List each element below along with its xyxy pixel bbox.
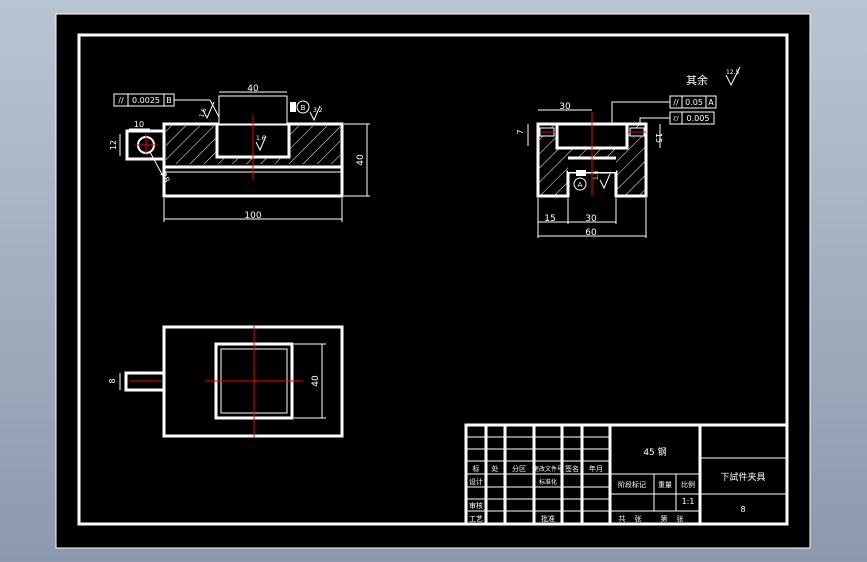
tb-label-zone: 分区 — [512, 464, 526, 473]
tb-label-mark: 标 — [473, 464, 480, 473]
tb-sheet-no: 8 — [740, 505, 745, 514]
roughness-icon-center — [255, 135, 267, 152]
drawing-frame — [77, 33, 789, 526]
top-side-boss — [124, 371, 166, 392]
dim-top-square: 40 — [311, 375, 321, 387]
tolerance-symbol-b: // — [118, 96, 124, 105]
dim-front-height: 40 — [356, 154, 366, 166]
roughness-front-left: 1.6 — [198, 107, 208, 119]
tb-label-count: 处 — [492, 464, 499, 473]
datum-b-label: B — [301, 104, 306, 112]
note-roughness-icon — [725, 66, 741, 87]
title-block: 标 处 分区 更改文件号 签名 年月 设计 标准化 阶段标记 重量 比例 审核 … — [464, 423, 789, 526]
front-view: 40 100 40 10 12 R8 // 0.0025 B 1.6 1.6 3… — [109, 84, 370, 222]
dim-side-left: 7 — [516, 129, 525, 134]
tb-label-date: 年月 — [589, 464, 603, 473]
tb-material: 45 钢 — [643, 446, 666, 458]
tb-label-change: 更改文件号 — [533, 465, 563, 473]
tolerance-flat-leader — [639, 117, 670, 124]
tb-label-process: 工艺 — [469, 515, 483, 523]
datum-a-label: A — [578, 181, 583, 189]
datum-b-block — [290, 102, 296, 112]
tb-label-scale: 比例 — [681, 480, 695, 489]
tb-label-no: 第 — [661, 514, 668, 523]
tb-label-approve: 批准 — [541, 514, 555, 523]
roughness-front-right: 3.2 — [313, 107, 323, 114]
tb-part-name: 下試件夹具 — [720, 471, 765, 483]
side-view: 其余 12.5 A 1.6 30 7 15 15 30 60 — [516, 66, 741, 238]
tb-label-total: 共 — [619, 514, 626, 523]
datum-a-circle — [573, 177, 587, 191]
note-roughness: 12.5 — [726, 69, 740, 76]
roughness-side: 1.6 — [593, 170, 600, 180]
tb-label-sheets: 张 — [635, 514, 642, 523]
dim-front-small-width: 10 — [134, 120, 144, 129]
tb-label-sheet: 张 — [677, 514, 684, 523]
dim-front-top: 40 — [247, 84, 259, 94]
tb-label-standard: 标准化 — [539, 478, 557, 486]
tolerance-flat-value: 0.005 — [687, 114, 710, 123]
sheet-background — [55, 13, 811, 549]
note-other: 其余 — [686, 73, 708, 87]
dim-top-small: 8 — [108, 378, 117, 383]
tb-label-sign: 签名 — [565, 464, 579, 473]
tolerance-a-symbol: // — [673, 98, 679, 107]
dim-side-total: 60 — [585, 228, 597, 238]
tb-label-stage: 阶段标记 — [618, 480, 646, 489]
tb-label-weight: 重量 — [658, 481, 672, 489]
top-view: 8 40 — [108, 325, 344, 438]
tb-label-design: 设计 — [469, 477, 483, 486]
roughness-icon-left — [202, 101, 215, 120]
tolerance-a-leader — [611, 101, 670, 124]
dim-front-small-height: 12 — [109, 140, 118, 150]
tb-label-review: 审核 — [469, 501, 483, 510]
datum-b-circle — [296, 100, 310, 114]
dim-front-length: 100 — [244, 211, 261, 221]
tolerance-flat-symbol: ⌭ — [673, 114, 679, 123]
tolerance-leader-b-2 — [209, 99, 220, 118]
tolerance-a-value: 0.05 — [685, 98, 703, 107]
dim-side-top: 30 — [559, 102, 571, 112]
dim-side-right: 15 — [654, 133, 663, 143]
dim-side-bottom-b: 30 — [585, 214, 597, 224]
leader-radius — [149, 151, 164, 177]
roughness-icon-side — [599, 173, 611, 190]
datum-a-block — [576, 170, 586, 176]
dim-side-bottom-a: 15 — [544, 214, 555, 224]
tb-scale: 1:1 — [682, 497, 695, 506]
tolerance-a-datum: A — [708, 98, 714, 107]
roughness-front-center: 1.6 — [256, 135, 266, 142]
tolerance-datum-b: B — [166, 96, 172, 105]
roughness-icon-right — [309, 105, 321, 122]
tolerance-value-b: 0.0025 — [132, 96, 160, 105]
